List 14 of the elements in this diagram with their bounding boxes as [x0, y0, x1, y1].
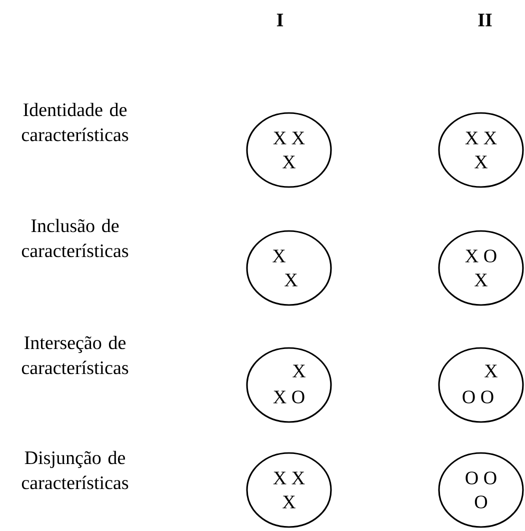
circle-node: X O X	[438, 230, 524, 306]
column-heading: I	[276, 14, 284, 26]
circle-node: O O O	[438, 452, 524, 528]
circle-node: X X X	[246, 452, 332, 528]
circle-node: X O O	[438, 347, 524, 423]
row-label: Inclusão de características	[22, 218, 128, 258]
column-heading: II	[478, 14, 492, 26]
circle-node: X X	[246, 230, 332, 306]
circle-node: X X X	[438, 112, 524, 188]
circle-node: X X X	[246, 112, 332, 188]
row-label: Disjunção de características	[22, 450, 128, 490]
row-label: Identidade de características	[22, 102, 128, 142]
circle-node: X X O	[246, 347, 332, 423]
row-label: Interseção de características	[22, 336, 128, 374]
